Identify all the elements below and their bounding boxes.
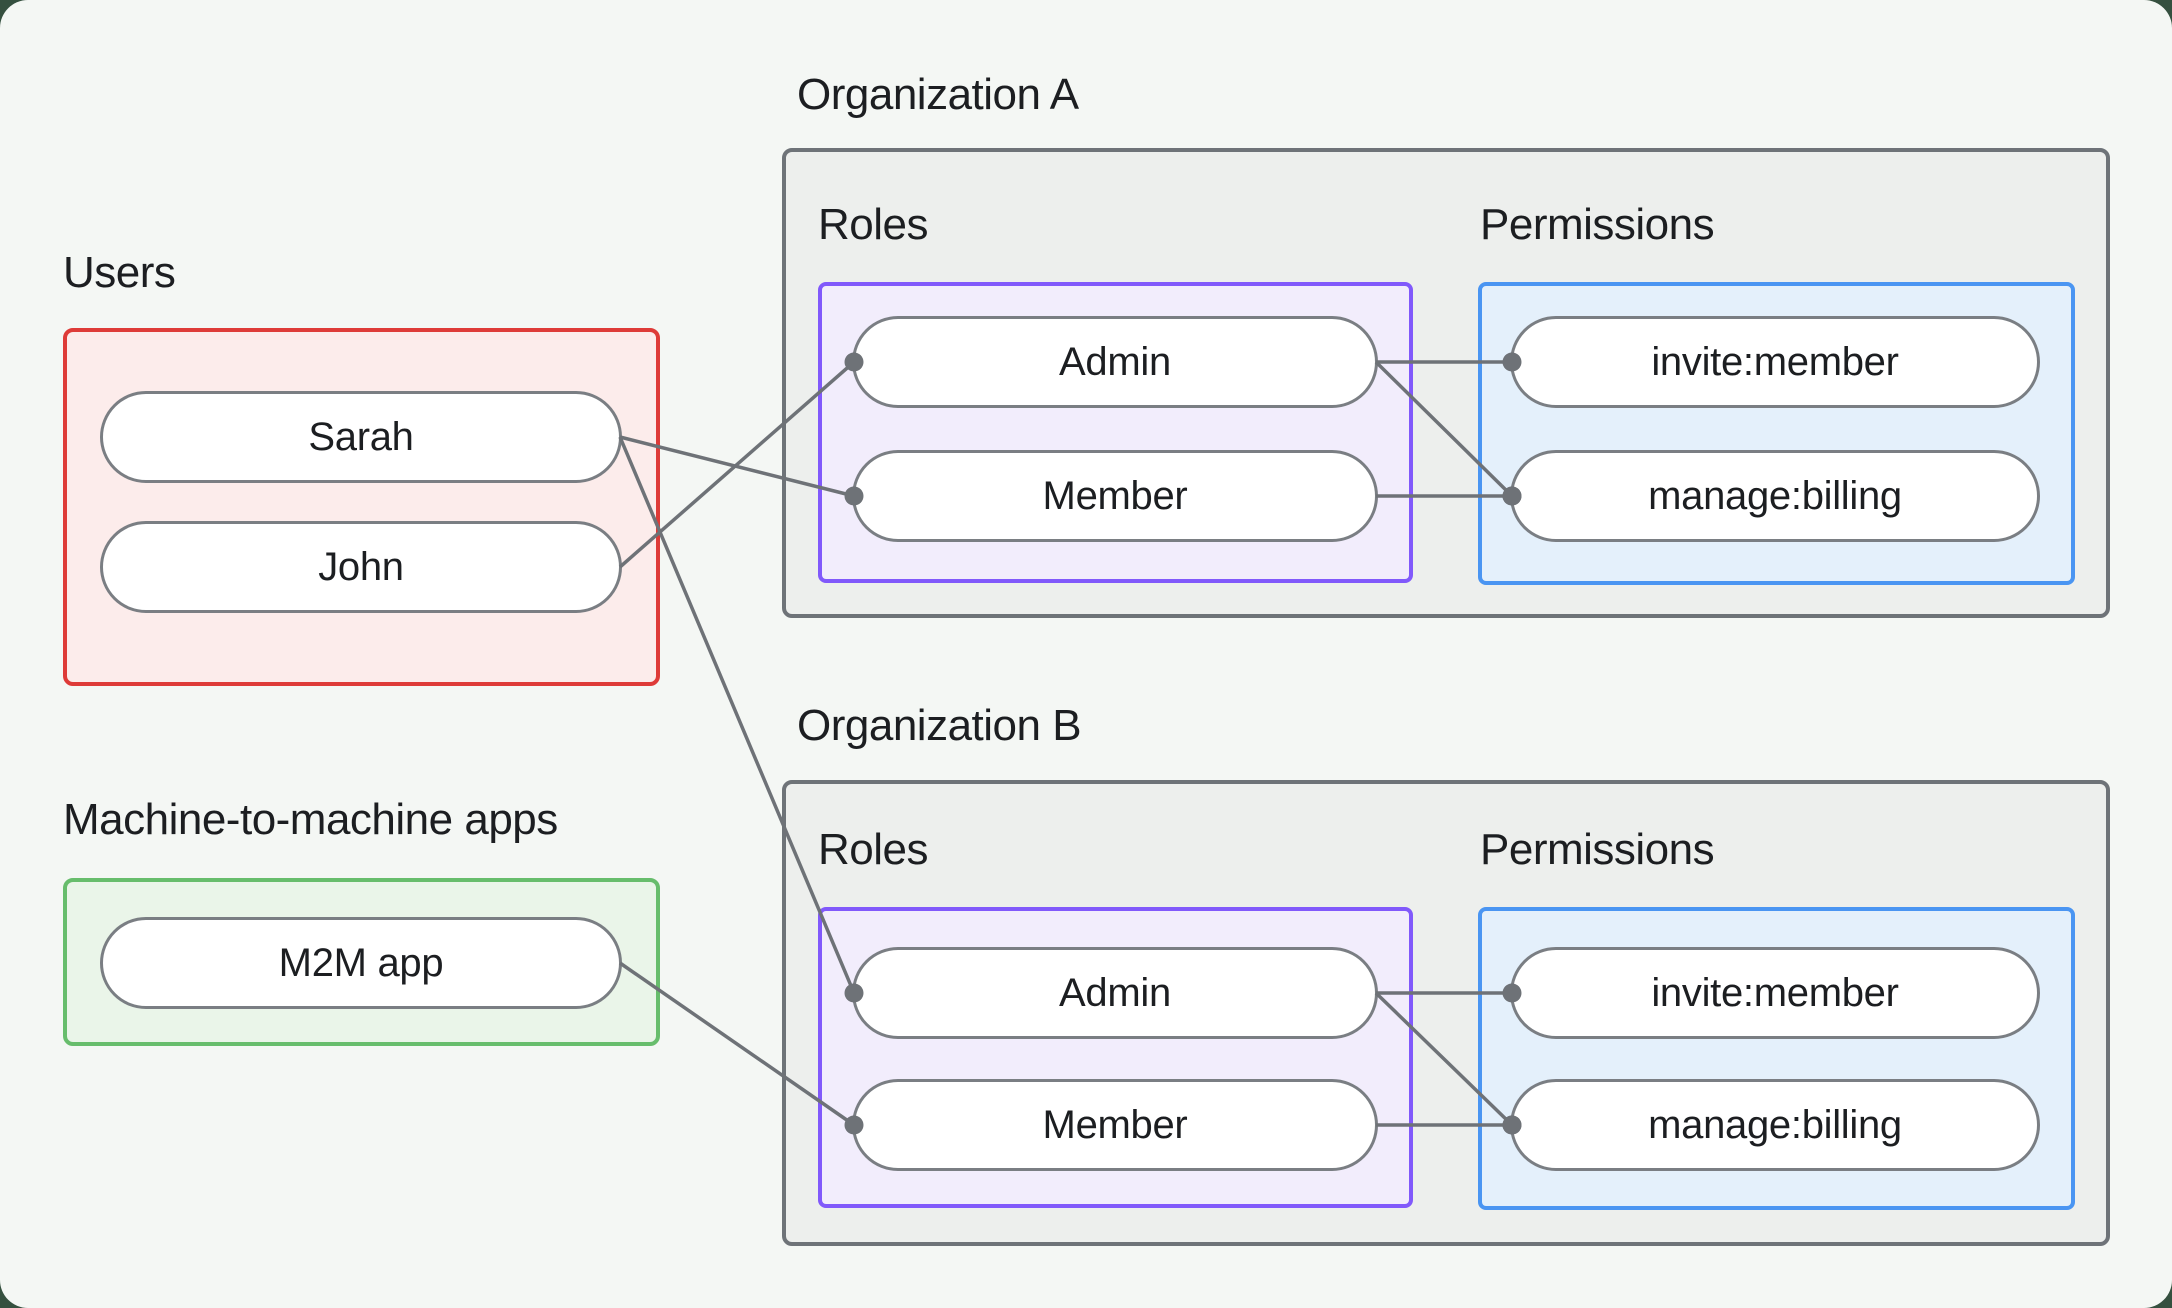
org-b-roles-label: Roles: [818, 825, 929, 874]
user-pill-sarah-label: Sarah: [308, 414, 414, 459]
org-b-perm-invite-label: invite:member: [1651, 970, 1899, 1015]
org-b-role-admin-label: Admin: [1059, 970, 1171, 1015]
org-a-permissions-label: Permissions: [1480, 200, 1715, 249]
user-pill-sarah: Sarah: [100, 391, 622, 483]
org-a-role-member-pill: Member: [852, 450, 1378, 542]
users-group-box: [63, 328, 660, 686]
org-b-permissions-label: Permissions: [1480, 825, 1715, 874]
org-a-perm-invite-pill: invite:member: [1510, 316, 2040, 408]
org-b-label: Organization B: [797, 701, 1082, 750]
org-b-role-member-label: Member: [1042, 1102, 1188, 1147]
org-b-perm-invite-pill: invite:member: [1510, 947, 2040, 1039]
user-pill-john: John: [100, 521, 622, 613]
org-a-role-admin-label: Admin: [1059, 339, 1171, 384]
org-a-role-admin-pill: Admin: [852, 316, 1378, 408]
org-b-role-admin-pill: Admin: [852, 947, 1378, 1039]
org-a-perm-billing-pill: manage:billing: [1510, 450, 2040, 542]
org-a-role-member-label: Member: [1042, 473, 1188, 518]
org-b-perm-billing-pill: manage:billing: [1510, 1079, 2040, 1171]
org-a-perm-invite-label: invite:member: [1651, 339, 1899, 384]
org-a-roles-label: Roles: [818, 200, 929, 249]
org-a-perm-billing-label: manage:billing: [1648, 473, 1902, 518]
org-b-perm-billing-label: manage:billing: [1648, 1102, 1902, 1147]
users-group-label: Users: [63, 248, 176, 297]
org-b-role-member-pill: Member: [852, 1079, 1378, 1171]
user-pill-john-label: John: [318, 544, 404, 589]
m2m-app-pill: M2M app: [100, 917, 622, 1009]
m2m-group-label: Machine-to-machine apps: [63, 795, 558, 844]
org-a-label: Organization A: [797, 70, 1079, 119]
m2m-app-pill-label: M2M app: [278, 940, 444, 985]
